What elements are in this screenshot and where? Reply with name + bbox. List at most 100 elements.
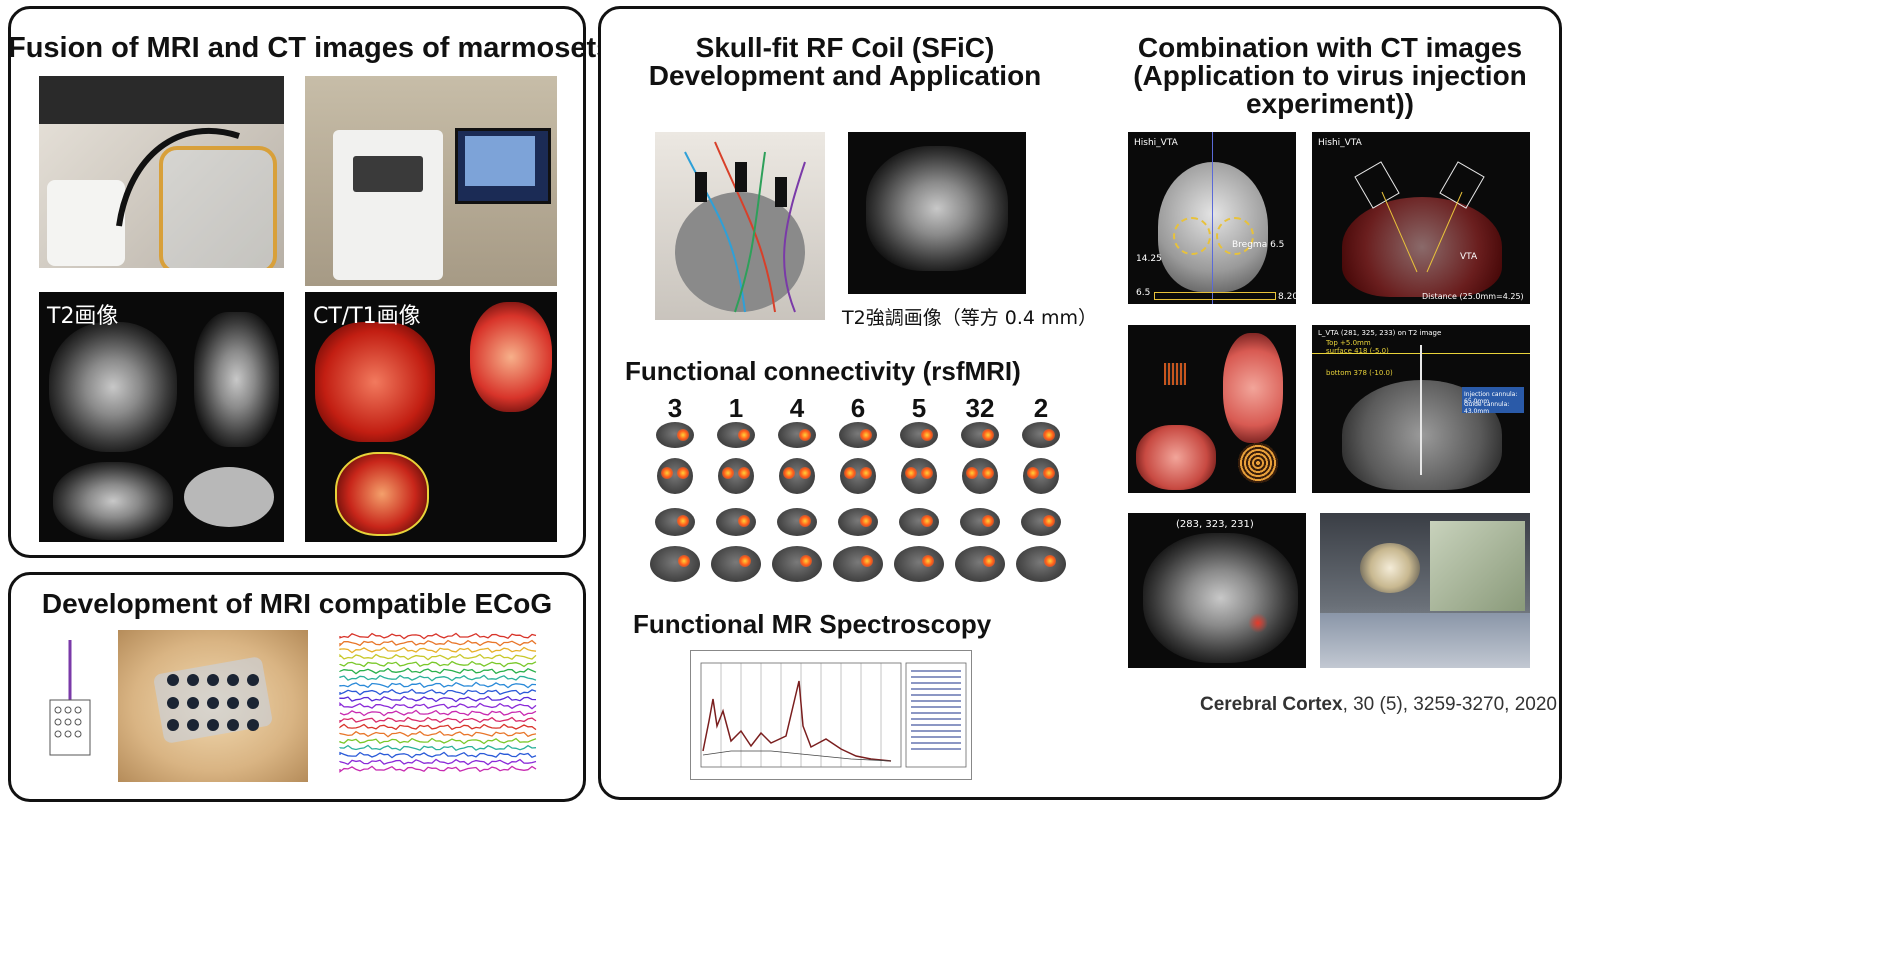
fc-activation-blob	[1043, 555, 1056, 567]
ecog-channel-trace	[339, 674, 537, 682]
ct-t2-surface: surface 418 (-5.0)	[1326, 347, 1389, 355]
ecog-channel-trace	[339, 730, 537, 738]
fc-brain-map	[1021, 508, 1061, 536]
fc-activation-blob	[982, 555, 995, 567]
t2-image: T2画像	[39, 292, 284, 542]
ecog-channel-trace	[339, 681, 537, 689]
fc-activation-blob	[981, 467, 994, 479]
ct-t1-label: CT/T1画像	[313, 304, 421, 329]
fc-brain-map	[656, 422, 694, 448]
ct-skull-bregma: Bregma 6.5	[1232, 240, 1285, 250]
mri-ct-fusion-title: Fusion of MRI and CT images of marmosets	[8, 32, 613, 64]
fc-activation-blob	[799, 555, 812, 567]
fc-activation-blob	[905, 467, 918, 479]
ct-result-coords: (283, 323, 231)	[1176, 519, 1254, 530]
fc-activation-blob	[676, 467, 689, 479]
ct-title-line2: (Application to virus injection	[1133, 60, 1527, 91]
ecog-channel-trace	[339, 765, 537, 773]
ct-t2-bottom: bottom 378 (-10.0)	[1326, 369, 1393, 377]
ecog-channel-trace	[339, 667, 537, 675]
fc-activation-blob	[860, 515, 872, 527]
fc-activation-blob	[738, 555, 751, 567]
ecog-channel-trace	[339, 653, 537, 661]
mrs-title: Functional MR Spectroscopy	[633, 609, 992, 639]
ct-title-line3: experiment))	[1245, 88, 1415, 119]
fc-brain-map	[833, 546, 883, 582]
fc-activation-blob	[966, 467, 979, 479]
fc-brain-map	[650, 546, 700, 582]
ecog-channel-trace	[339, 701, 537, 710]
ct-t1-image: CT/T1画像	[305, 292, 557, 542]
fc-activation-blob	[783, 467, 796, 479]
fc-network-number: 1	[728, 393, 744, 423]
fc-brain-map	[717, 422, 755, 448]
fc-activation-blob	[677, 515, 689, 527]
fc-activation-blob	[921, 515, 933, 527]
ct-t2-cannula-image: L_VTA (281, 325, 233) on T2 image Top +5…	[1312, 325, 1530, 493]
surgery-photo	[1320, 513, 1530, 668]
ct-coronal-label: Hishi_VTA	[1318, 138, 1362, 148]
ecog-channel-trace	[339, 744, 537, 751]
ecog-channel-trace	[339, 758, 537, 766]
fc-brain-map	[960, 508, 1000, 536]
fc-network-number: 6	[850, 393, 866, 423]
fc-network-number: 32	[965, 393, 995, 423]
ecog-channel-trace	[339, 695, 537, 703]
fc-brain-map	[655, 508, 695, 536]
fc-activation-blob	[661, 467, 674, 479]
ecog-channel-trace	[339, 723, 537, 731]
ct-scanner-photo	[305, 76, 557, 286]
fc-activation-blob	[722, 467, 735, 479]
ct-coronal-dist: Distance (25.0mm=4.25)	[1422, 292, 1524, 301]
fc-brain-map	[657, 458, 693, 494]
sfic-title-line2: Development and Application	[648, 60, 1042, 91]
fc-activation-blob	[844, 467, 857, 479]
fc-activation-blob	[737, 467, 750, 479]
t2-label: T2画像	[47, 304, 119, 329]
fc-brain-map	[778, 422, 816, 448]
fc-brain-map	[901, 458, 937, 494]
ct-skull-label: Hishi_VTA	[1134, 138, 1178, 148]
ct-t2-guide: Guide cannula: 43.0mm	[1464, 401, 1510, 415]
fc-activation-blob	[799, 515, 811, 527]
fc-title: Functional connectivity (rsfMRI)	[625, 356, 1021, 386]
ct-skull-val2: 6.5	[1136, 288, 1151, 298]
fc-brain-map	[718, 458, 754, 494]
fc-network-number: 2	[1033, 393, 1049, 423]
ecog-channel-trace	[339, 632, 537, 640]
fc-brain-map	[1023, 458, 1059, 494]
ct-t2-label: L_VTA (281, 325, 233) on T2 image	[1318, 329, 1442, 337]
ct-result-image: (283, 323, 231)	[1128, 513, 1306, 668]
fc-activation-blob	[982, 515, 994, 527]
ecog-brain-photo	[118, 630, 308, 782]
fc-brain-map	[777, 508, 817, 536]
ct-skull-val1: 14.25	[1136, 254, 1162, 264]
fc-activation-blob	[798, 467, 811, 479]
fc-brain-map	[900, 422, 938, 448]
ecog-channel-trace	[339, 646, 537, 654]
ecog-channel-trace	[339, 639, 537, 647]
fc-activation-blob	[677, 555, 690, 567]
fc-activation-blob	[1043, 515, 1055, 527]
ecog-channel-trace	[339, 660, 537, 668]
fc-activation-blob	[738, 515, 750, 527]
fc-activation-blob	[1042, 428, 1055, 441]
ecog-channel-trace	[339, 688, 537, 696]
ct-coronal-overlay: Hishi_VTA VTA Distance (25.0mm=4.25)	[1312, 132, 1530, 304]
ct-sagittal-overlay	[1128, 325, 1296, 493]
ecog-channel-trace	[339, 751, 537, 759]
fc-activation-blob	[921, 555, 934, 567]
fc-brain-map	[711, 546, 761, 582]
ct-skull-image: Hishi_VTA Bregma 6.5 14.25 6.5 8.20	[1128, 132, 1296, 304]
fc-network-number: 5	[911, 393, 927, 423]
fc-activation-blob	[798, 428, 811, 441]
t2-weighted-caption: T2強調画像（等方 0.4 mm）	[842, 307, 1098, 329]
fc-network-number: 3	[667, 393, 683, 423]
fc-activation-blob	[860, 555, 873, 567]
fc-activation-blob	[737, 428, 750, 441]
fc-brain-map	[894, 546, 944, 582]
citation-journal: Cerebral Cortex	[1200, 694, 1343, 715]
fc-network-number: 4	[789, 393, 805, 423]
ct-skull-val3: 8.20	[1278, 292, 1296, 302]
ecog-channel-trace	[339, 737, 537, 745]
